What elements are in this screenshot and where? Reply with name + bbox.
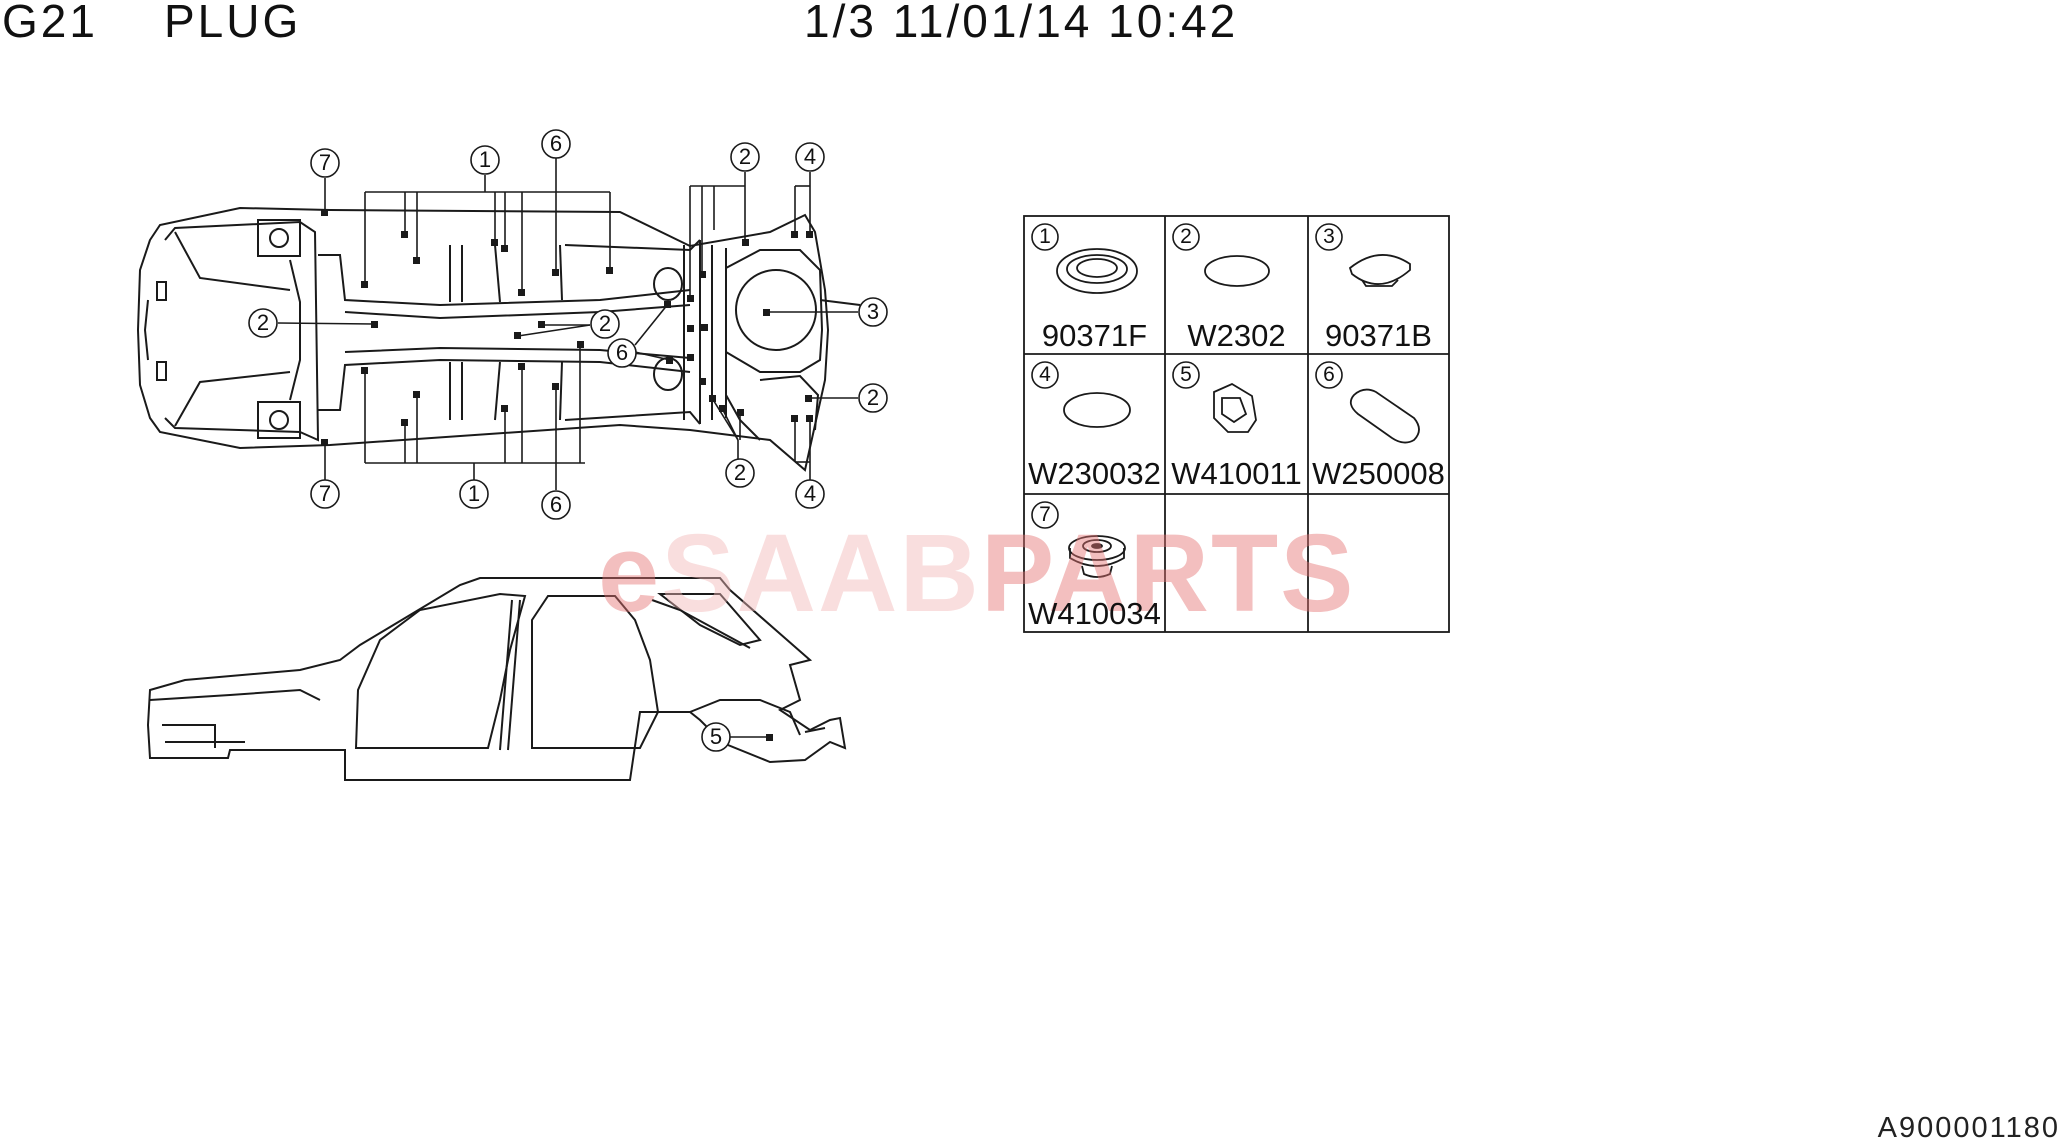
callout-number-c6_mid: 6 (615, 340, 629, 365)
oval-plug-W2302-icon (1204, 255, 1270, 287)
table-callout-circle-1 (1031, 223, 1059, 251)
watermark-saab: SAAB (661, 512, 981, 635)
callout-circle-c6_mid (607, 338, 637, 368)
part-illustrations (1056, 248, 1420, 578)
callout-number-c2_top: 2 (738, 144, 752, 169)
part-number: W250008 (1312, 456, 1445, 491)
callout-number-c7_bot: 7 (318, 481, 332, 506)
table-callout-circle-4 (1031, 361, 1059, 389)
part-number: W410034 (1028, 596, 1161, 631)
callout-number-c2_mid: 2 (598, 311, 612, 336)
group-code: G21 (2, 0, 98, 47)
reference-number: A900001180 (1877, 1112, 2060, 1144)
callout-circles (248, 129, 1343, 752)
table-callout-circle-3 (1315, 223, 1343, 251)
part-number: 90371B (1325, 318, 1432, 353)
part-number: W2302 (1187, 318, 1286, 353)
callout-circle-c2_left (248, 308, 278, 338)
callout-circle-c2_bot (725, 458, 755, 488)
callout-number-c5_side: 5 (709, 724, 723, 749)
callout-circle-c1_bot (459, 479, 489, 509)
table-callout-number: 3 (1323, 225, 1335, 248)
table-callout-number: 2 (1180, 225, 1192, 248)
part-number: W410011 (1171, 456, 1302, 491)
callout-number-c7_top: 7 (318, 150, 332, 175)
shaped-plug-W410011-icon (1213, 382, 1257, 433)
part-number: 90371F (1041, 318, 1148, 353)
callout-circle-c6_top (541, 129, 571, 159)
callout-number-c2_right: 2 (866, 385, 880, 410)
callout-number-c2_left: 2 (256, 310, 270, 335)
underbody-leaders (277, 158, 858, 490)
part-number: W230032 (1028, 456, 1161, 491)
table-callout-number: 5 (1180, 363, 1192, 386)
table-callout-number: 7 (1039, 503, 1051, 526)
callout-number-c4_bot: 4 (803, 481, 817, 506)
parts-table-grid (1023, 215, 1450, 633)
callout-number-c6_top: 6 (549, 131, 563, 156)
callout-number-c1_top: 1 (478, 147, 492, 172)
callout-circle-c2_mid (590, 309, 620, 339)
table-callout-circle-2 (1172, 223, 1200, 251)
callout-circle-c1_top (470, 145, 500, 175)
table-callout-number: 6 (1323, 363, 1335, 386)
callout-circle-c7_bot (310, 479, 340, 509)
side-body-outline (146, 577, 847, 781)
page-info: 1/3 11/01/14 10:42 (804, 0, 1239, 47)
callout-number-c1_bot: 1 (467, 481, 481, 506)
callout-circle-c5_side (701, 722, 731, 752)
table-callout-number: 1 (1039, 225, 1051, 248)
table-callout-circle-7 (1031, 501, 1059, 529)
table-callout-circle-6 (1315, 361, 1343, 389)
watermark: eSAABPARTS (598, 510, 1356, 637)
table-callout-circle-5 (1172, 361, 1200, 389)
plug-markers (321, 209, 813, 446)
callout-circle-c3_right (858, 297, 888, 327)
callout-circle-c2_top (730, 142, 760, 172)
callout-circle-c4_top (795, 142, 825, 172)
callout-circle-c4_bot (795, 479, 825, 509)
grommet-W410034-icon (1068, 535, 1126, 578)
callout-circle-c6_bot (541, 490, 571, 520)
watermark-parts: PARTS (980, 512, 1356, 635)
grommet-90371F-icon (1056, 248, 1138, 294)
dome-plug-90371B-icon (1348, 254, 1411, 287)
watermark-e: e (598, 512, 662, 635)
table-callout-number: 4 (1039, 363, 1051, 386)
callout-number-c2_bot: 2 (733, 460, 747, 485)
long-plug-W250008-icon (1349, 388, 1420, 444)
callout-circle-c2_right (858, 383, 888, 413)
group-title: PLUG (164, 0, 302, 47)
oval-plug-W230032-icon (1063, 392, 1131, 428)
callout-circle-c7_top (310, 148, 340, 178)
callout-number-c3_right: 3 (866, 299, 880, 324)
callout-number-c4_top: 4 (803, 144, 817, 169)
underbody-outline (136, 206, 861, 472)
plug-marker-5 (766, 734, 773, 741)
callout-number-c6_bot: 6 (549, 492, 563, 517)
